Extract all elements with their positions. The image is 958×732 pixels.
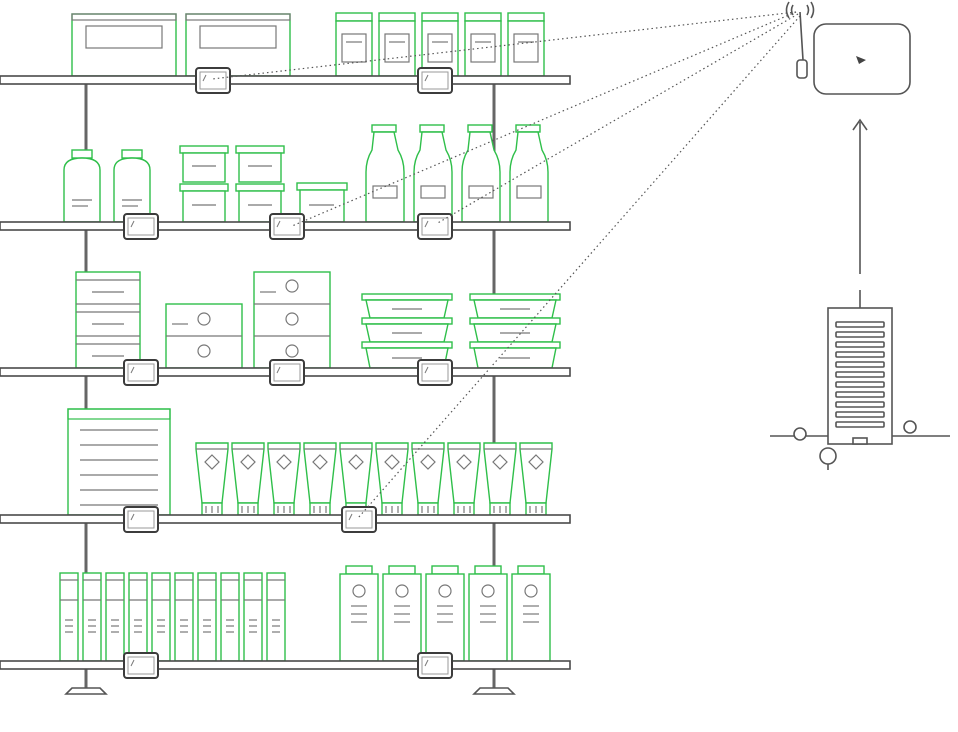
electronic-shelf-label bbox=[269, 359, 305, 386]
wireless-link-shelf-1 bbox=[211, 11, 797, 80]
product-tube bbox=[375, 442, 409, 516]
product-container bbox=[179, 183, 229, 223]
product-canister bbox=[266, 572, 286, 662]
server-slot bbox=[835, 381, 885, 388]
access-point bbox=[785, 1, 911, 95]
product-tube bbox=[519, 442, 553, 516]
wireless-link-shelf-4 bbox=[357, 15, 801, 519]
electronic-shelf-label bbox=[123, 652, 159, 679]
server-slot bbox=[835, 371, 885, 378]
product-tube bbox=[267, 442, 301, 516]
shelf-board-1 bbox=[0, 75, 571, 85]
electronic-shelf-label bbox=[417, 359, 453, 386]
server-slot bbox=[835, 391, 885, 398]
product-carton bbox=[382, 565, 422, 662]
product-tray bbox=[469, 293, 561, 369]
product-container bbox=[235, 145, 285, 183]
product-jar bbox=[378, 12, 416, 77]
electronic-shelf-label bbox=[417, 67, 453, 94]
server bbox=[770, 290, 950, 470]
product-tube bbox=[231, 442, 265, 516]
product-jar bbox=[421, 12, 459, 77]
product-bottle bbox=[365, 124, 405, 223]
shelf-4-products bbox=[67, 408, 553, 516]
server-slot bbox=[835, 331, 885, 338]
shelf-3-products bbox=[75, 271, 561, 369]
server-slot bbox=[835, 361, 885, 368]
product-bottle bbox=[509, 124, 549, 223]
shelf-2-products bbox=[63, 124, 549, 223]
electronic-shelf-labels bbox=[123, 67, 453, 679]
wireless-link-shelf-2 bbox=[291, 11, 797, 227]
product-box bbox=[165, 303, 243, 369]
shelf-5-products bbox=[59, 565, 551, 662]
server-slot bbox=[835, 351, 885, 358]
canister-row bbox=[59, 572, 286, 662]
product-canister bbox=[82, 572, 102, 662]
server-slot bbox=[835, 341, 885, 348]
product-box bbox=[71, 13, 177, 77]
electronic-shelf-label bbox=[123, 213, 159, 240]
server-slot bbox=[835, 411, 885, 418]
product-canister bbox=[197, 572, 217, 662]
product-bottle bbox=[113, 149, 151, 223]
product-tube bbox=[411, 442, 445, 516]
product-bottle bbox=[413, 124, 453, 223]
product-tube bbox=[195, 442, 229, 516]
product-carton bbox=[468, 565, 508, 662]
product-box bbox=[253, 271, 331, 369]
electronic-shelf-label bbox=[341, 506, 377, 533]
tube-row bbox=[195, 442, 553, 516]
electronic-shelf-label bbox=[123, 359, 159, 386]
shelf-board-5 bbox=[0, 660, 571, 670]
shelving-unit bbox=[0, 12, 571, 695]
product-canister bbox=[174, 572, 194, 662]
product-canister bbox=[105, 572, 125, 662]
electronic-shelf-label bbox=[269, 213, 305, 240]
product-bottle bbox=[63, 149, 101, 223]
wireless-access-point-icon bbox=[785, 1, 911, 95]
server-rack-icon bbox=[770, 290, 950, 470]
product-carton bbox=[67, 408, 171, 516]
product-canister bbox=[151, 572, 171, 662]
product-canister bbox=[59, 572, 79, 662]
server-slot bbox=[835, 421, 885, 428]
shelf-1-products bbox=[71, 12, 545, 77]
product-tray bbox=[361, 293, 453, 369]
server-slot bbox=[835, 321, 885, 328]
product-carton bbox=[75, 271, 141, 369]
product-canister bbox=[243, 572, 263, 662]
product-tube bbox=[303, 442, 337, 516]
product-carton bbox=[511, 565, 551, 662]
product-carton bbox=[339, 565, 379, 662]
product-tube bbox=[339, 442, 373, 516]
tall-carton-row bbox=[339, 565, 551, 662]
product-jar bbox=[335, 12, 373, 77]
shelf-foot-left bbox=[64, 687, 108, 695]
product-jar bbox=[507, 12, 545, 77]
product-canister bbox=[220, 572, 240, 662]
product-tube bbox=[483, 442, 517, 516]
product-carton bbox=[425, 565, 465, 662]
product-jar bbox=[464, 12, 502, 77]
product-container bbox=[179, 145, 229, 183]
electronic-shelf-label bbox=[195, 67, 231, 94]
wireless-links bbox=[211, 11, 801, 519]
shelf-foot-right bbox=[472, 687, 516, 695]
product-tube bbox=[447, 442, 481, 516]
server-slot bbox=[835, 401, 885, 408]
uplink-arrow bbox=[852, 118, 868, 274]
electronic-shelf-label bbox=[123, 506, 159, 533]
shelf-board-4 bbox=[0, 514, 571, 524]
product-canister bbox=[128, 572, 148, 662]
electronic-shelf-label bbox=[417, 652, 453, 679]
product-box bbox=[185, 13, 291, 77]
